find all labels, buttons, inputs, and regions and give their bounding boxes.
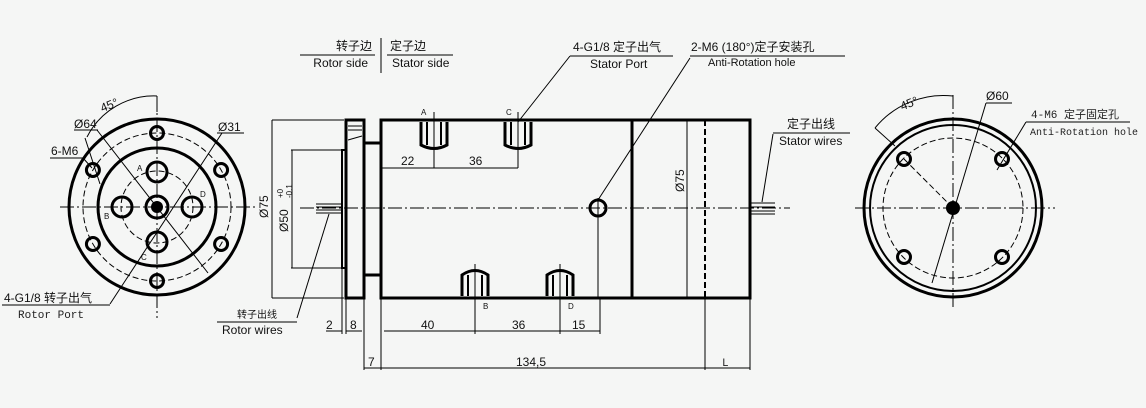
bolt-hole (213, 236, 230, 252)
inner-dia: Ø31 (218, 120, 241, 134)
stator-side-cn: 定子边 (390, 38, 426, 53)
dim-40: 40 (421, 318, 435, 332)
rotor-port-en: Rotor Port (18, 310, 84, 322)
port-label-d: D (200, 190, 206, 199)
inner-circle (96, 146, 218, 268)
port-d-side: D (568, 302, 574, 311)
stator-port-en: Stator Port (590, 57, 648, 71)
outer-dia-dim: Ø75 (257, 195, 271, 218)
dia-60: Ø60 (986, 89, 1009, 103)
stator-side-en: Stator side (392, 56, 450, 70)
fixing-circle (882, 137, 1024, 279)
stator-ports-bottom (460, 264, 575, 334)
flange-dia-dim: Ø50 (277, 209, 291, 232)
bolt-hole (149, 125, 165, 141)
body (379, 118, 752, 300)
dim-36: 36 (512, 318, 526, 332)
stator-wires-en: Stator wires (779, 134, 842, 148)
dim-8: 8 (350, 318, 357, 332)
stator-port-cn: 4-G1/8 定子出气 (573, 39, 661, 54)
bolt-circle-dia: Ø64 (74, 117, 97, 131)
body-dia-dim: Ø75 (673, 169, 687, 192)
side-view: Ø75 Ø50 +0 -0.1 转子出线 Rotor wires Ø75 (217, 39, 850, 370)
rotor-port-cn: 4-G1/8 转子出气 (4, 290, 92, 305)
dim-36-top: 36 (469, 154, 483, 168)
tol-lower: -0.1 (285, 184, 294, 198)
outer-circle-right (862, 117, 1044, 299)
port-label-a: A (137, 164, 143, 173)
stator-wires-cn: 定子出线 (787, 116, 835, 131)
fixing-holes-cn: 4-M6 定子固定孔 (1031, 107, 1119, 122)
dim-134-5: 134,5 (516, 355, 546, 369)
dim-22: 22 (401, 154, 415, 168)
stator-end-view: Ø60 45° 4-M6 定子固定孔 Anti-Rotation hole (855, 89, 1138, 310)
bolt-hole (149, 273, 165, 289)
port-c-side: C (506, 108, 512, 117)
side-legend: 转子边 Rotor side 定子边 Stator side (300, 38, 453, 73)
dim-l: L (722, 358, 729, 370)
rotor-wires-stub (316, 203, 342, 214)
rotor-flange (344, 118, 366, 300)
port-label-b: B (104, 212, 109, 221)
bolt-holes-label: 6-M6 (51, 144, 79, 158)
dimension-lines (326, 268, 751, 370)
rotor-side-cn: 转子边 (336, 38, 372, 53)
angle-45-left: 45° (98, 95, 120, 115)
port-label-c: C (141, 253, 147, 262)
port-b-side: B (483, 302, 488, 311)
fixing-holes-en: Anti-Rotation hole (1030, 127, 1138, 139)
bolt-circle (82, 132, 232, 282)
rotor-wires-en: Rotor wires (222, 323, 283, 337)
rotor-wires-cn: 转子出线 (237, 308, 277, 321)
angle-45-right: 45° (898, 93, 920, 113)
bolt-hole (213, 162, 230, 178)
anti-rotation-cn: 2-M6 (180°)定子安装孔 (691, 39, 815, 54)
outer-circle (67, 117, 247, 297)
dim-15: 15 (572, 318, 586, 332)
rotor-end-view: A B C D 45° Ø64 Ø31 6-M6 4-G1/8 转子出气 Rot… (2, 95, 255, 322)
dim-2: 2 (326, 318, 333, 332)
anti-rotation-en: Anti-Rotation hole (708, 57, 795, 69)
dim-7: 7 (368, 355, 375, 369)
stator-wires-stub (750, 202, 775, 215)
tol-upper: +0 (276, 188, 285, 198)
stator-ports-top (419, 112, 533, 168)
port-a-side: A (421, 108, 427, 117)
rotor-side-en: Rotor side (313, 56, 368, 70)
bolt-hole (84, 236, 101, 252)
